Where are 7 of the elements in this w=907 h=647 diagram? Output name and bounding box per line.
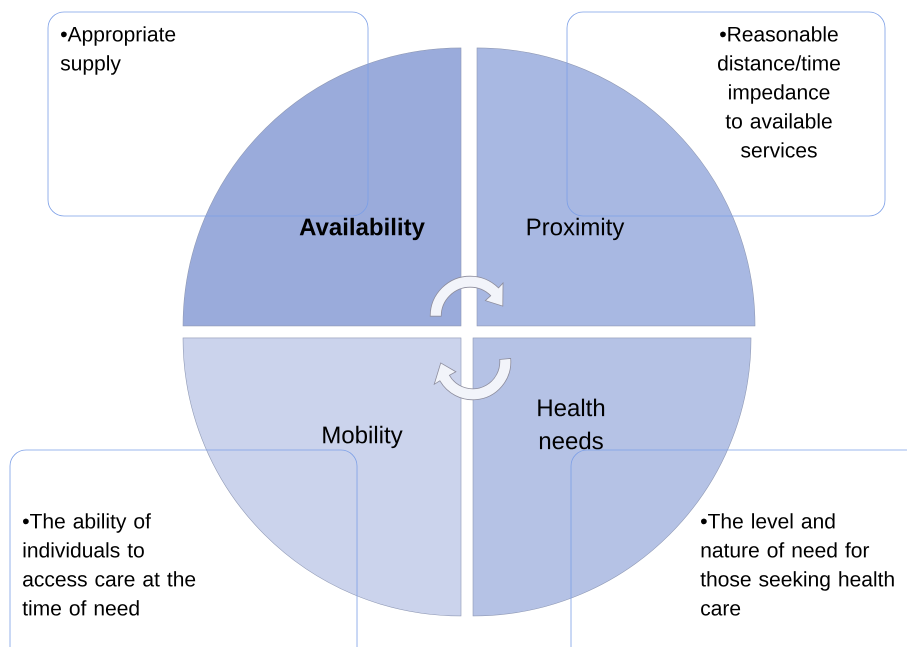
curved-arrow: [434, 358, 512, 400]
callout-box: •Reasonable distance/time impedance to available services: [566, 12, 886, 216]
callout-box: •Appropriate supply: [48, 12, 368, 216]
quadrant: Availability: [182, 48, 462, 326]
callout-box: •The ability of individuals to access care at the time of need: [10, 450, 358, 647]
curved-arrow: [430, 276, 504, 317]
callout-box: •The level and nature of need for those seeking health care: [570, 450, 907, 647]
